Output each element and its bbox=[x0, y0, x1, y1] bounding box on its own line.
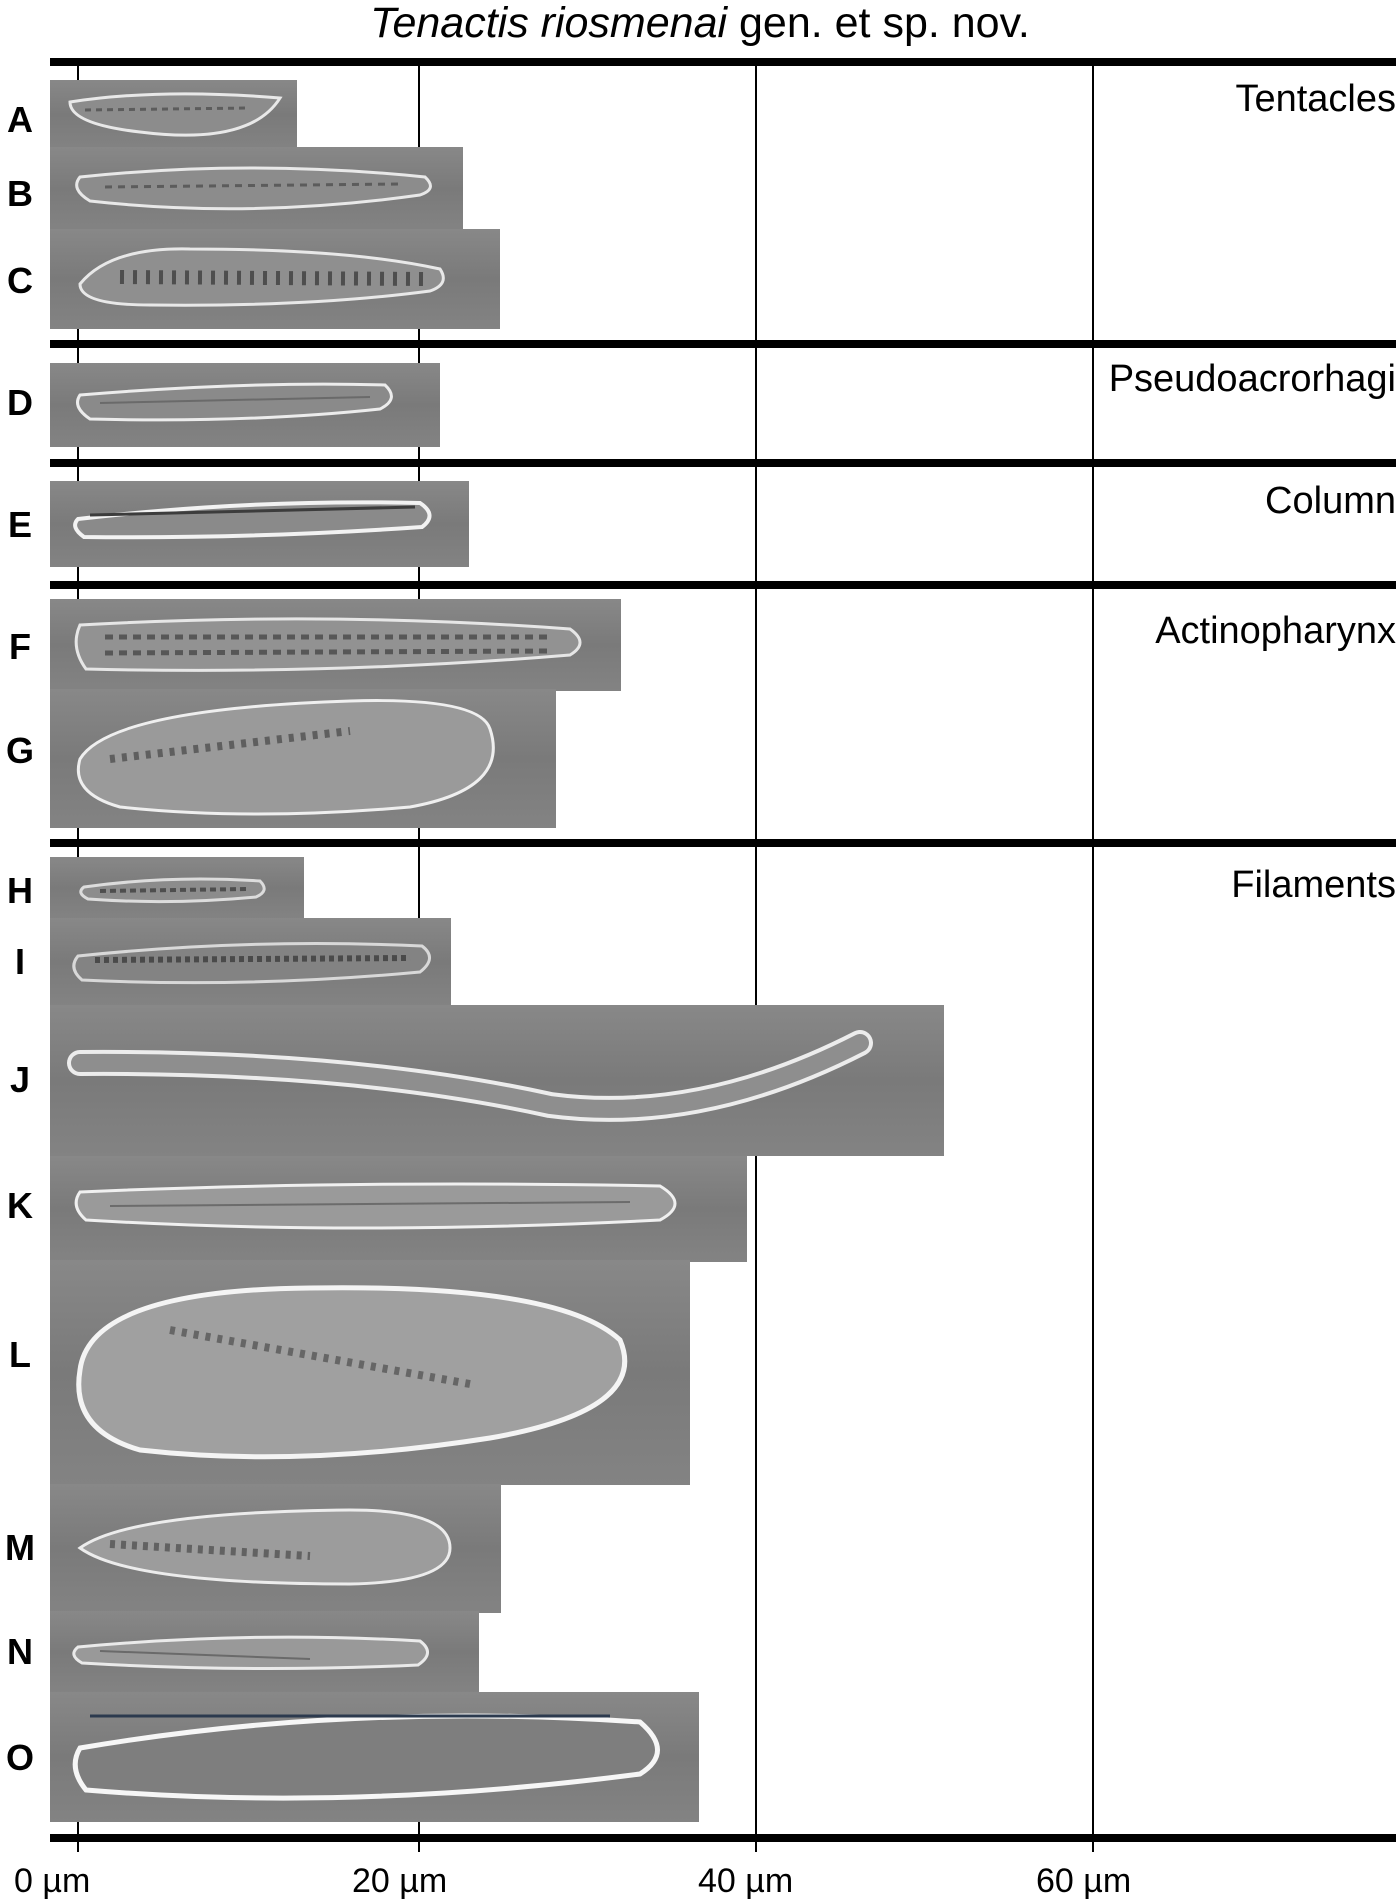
micrograph-n bbox=[50, 1611, 479, 1693]
panel-label-d: D bbox=[7, 382, 33, 423]
figure-title: Tenactis riosmenai gen. et sp. nov. bbox=[0, 2, 1400, 45]
micrograph-b bbox=[50, 147, 463, 231]
micrograph-e bbox=[50, 481, 469, 567]
panel-label-b: B bbox=[7, 173, 33, 214]
scale-tick-0: 0 µm bbox=[14, 1862, 91, 1900]
panel-label-c: C bbox=[7, 260, 33, 301]
panel-label-e: E bbox=[7, 504, 32, 545]
section-label-actinopharynx: Actinopharynx bbox=[1155, 610, 1396, 652]
scale-tick-40: 40 µm bbox=[698, 1862, 794, 1900]
micrograph-j bbox=[50, 1005, 944, 1156]
scale-line-60 bbox=[1092, 60, 1094, 1852]
species-name: Tenactis riosmenai bbox=[370, 0, 728, 47]
panel-label-g: G bbox=[5, 730, 34, 771]
micrograph-m bbox=[50, 1484, 501, 1613]
scale-tick-20: 20 µm bbox=[352, 1862, 448, 1900]
micrograph-h bbox=[50, 857, 304, 919]
panel-label-o: O bbox=[5, 1737, 34, 1778]
scale-line-40 bbox=[755, 60, 757, 1852]
panel-label-h: H bbox=[7, 870, 33, 911]
panel-label-j: J bbox=[9, 1059, 31, 1100]
panel-label-k: K bbox=[7, 1185, 33, 1226]
separator-column bbox=[50, 459, 1396, 467]
micrograph-g bbox=[50, 689, 556, 828]
separator-actinopharynx bbox=[50, 581, 1396, 589]
micrograph-i bbox=[50, 918, 451, 1006]
micrograph-a bbox=[50, 80, 297, 150]
title-suffix: gen. et sp. nov. bbox=[727, 0, 1030, 47]
micrograph-f bbox=[50, 599, 621, 691]
panel-label-i: I bbox=[14, 941, 25, 982]
micrograph-o bbox=[50, 1692, 699, 1822]
separator-filaments bbox=[50, 839, 1396, 847]
section-label-tentacles: Tentacles bbox=[1235, 78, 1396, 120]
micrograph-d bbox=[50, 363, 440, 447]
scale-tick-60: 60 µm bbox=[1036, 1862, 1132, 1900]
panel-label-m: M bbox=[5, 1527, 35, 1568]
panel-label-a: A bbox=[7, 99, 33, 140]
section-label-pseudoacrorhagi: Pseudoacrorhagi bbox=[1108, 358, 1396, 400]
panel-label-n: N bbox=[7, 1631, 33, 1672]
panel-label-l: L bbox=[9, 1334, 31, 1375]
micrograph-c bbox=[50, 229, 500, 329]
panel-label-f: F bbox=[9, 626, 31, 667]
separator-top bbox=[50, 58, 1396, 66]
micrograph-l bbox=[50, 1260, 690, 1485]
section-label-filaments: Filaments bbox=[1231, 864, 1396, 906]
micrograph-k bbox=[50, 1156, 747, 1262]
separator-pseudoacrorhagi bbox=[50, 340, 1396, 348]
separator-bottom bbox=[50, 1834, 1396, 1842]
section-label-column: Column bbox=[1265, 480, 1396, 522]
